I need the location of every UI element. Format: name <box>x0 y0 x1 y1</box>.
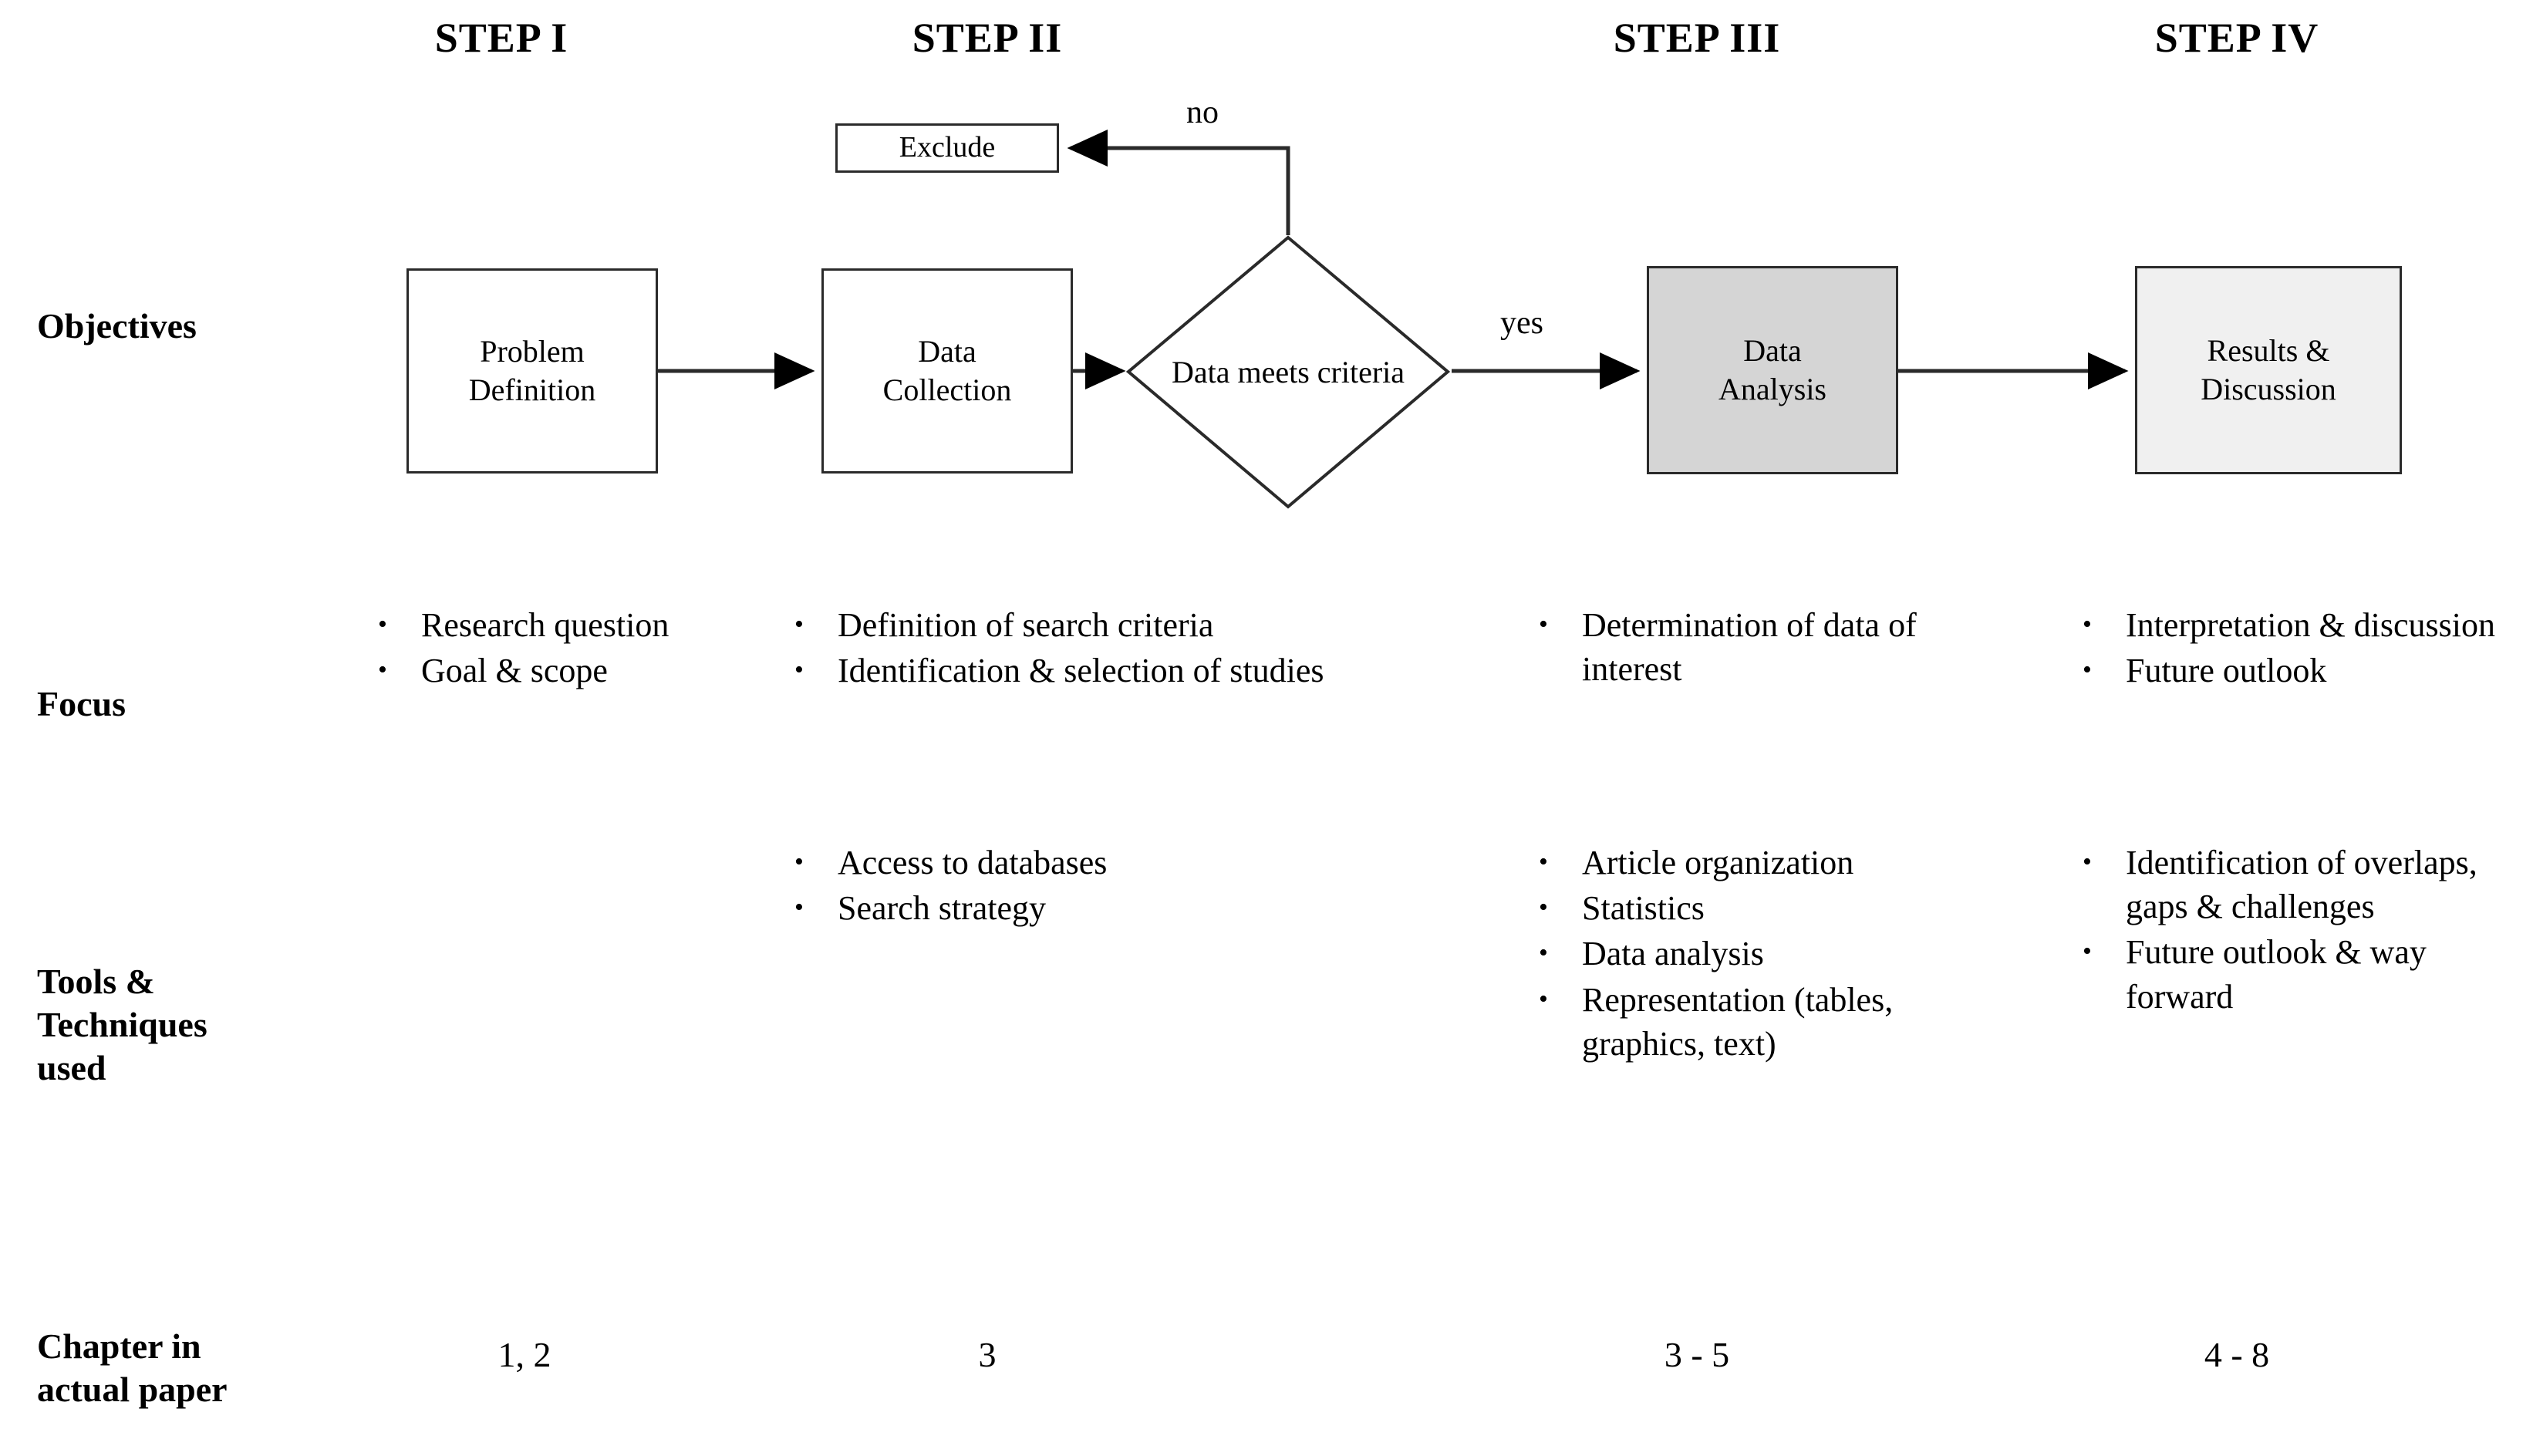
list-item: • Access to databases <box>794 841 1435 885</box>
flow-node-problem-line-1: Problem <box>480 334 585 369</box>
bullet-dot-icon: • <box>794 893 804 922</box>
flow-node-analysis-line-1: Data <box>1743 333 1802 368</box>
bullet-dot-icon: • <box>378 656 387 685</box>
list-item-label: Definition of search criteria <box>838 606 1214 644</box>
bullet-dot-icon: • <box>794 656 804 685</box>
decision-diamond-shape <box>1126 235 1450 509</box>
flow-node-exclude[interactable]: Exclude <box>835 123 1059 173</box>
flow-node-exclude-label: Exclude <box>899 131 996 164</box>
list-item: • Future outlook & way forward <box>2083 930 2530 1018</box>
bullet-dot-icon: • <box>1539 984 1548 1013</box>
column-header-step-1: STEP I <box>434 15 568 61</box>
list-item: • Definition of search criteria <box>794 603 1435 647</box>
bullet-dot-icon: • <box>2083 848 2092 876</box>
chapter-value-step-1: 1, 2 <box>497 1335 551 1374</box>
edge-decision-no-to-exclude <box>1067 130 1290 235</box>
list-item: • Research question <box>378 603 740 647</box>
flow-node-collection-line-1: Data <box>918 334 976 369</box>
list-item-label: Identification of overlaps, gaps & chall… <box>2126 844 2477 926</box>
tools-list-step-4: • Identification of overlaps, gaps & chal… <box>2083 841 2530 1020</box>
flow-node-decision-line-2: meets <box>1237 354 1310 389</box>
row-label-focus: Focus <box>37 684 126 723</box>
flow-node-decision-data-meets-criteria[interactable]: Data meets criteria <box>1126 235 1450 509</box>
flow-node-decision-line-1: Data <box>1171 354 1230 389</box>
bullet-dot-icon: • <box>2083 656 2092 685</box>
flow-node-collection-line-2: Collection <box>882 372 1012 407</box>
list-item: • Representation (tables, graphics, text) <box>1539 978 2017 1066</box>
row-label-chapter-line-1: Chapter in <box>37 1326 201 1366</box>
chapter-value-step-4: 4 - 8 <box>2204 1335 2270 1374</box>
bullet-dot-icon: • <box>1539 848 1548 876</box>
tools-list-step-3: • Article organization • Statistics • Data an… <box>1539 841 2017 1067</box>
focus-list-step-2: • Definition of search criteria • Identific… <box>794 603 1435 694</box>
edge-label-yes: yes <box>1500 305 1543 341</box>
list-item-label: Representation (tables, graphics, text) <box>1582 980 1894 1063</box>
flow-node-decision-line-3: criteria <box>1317 354 1405 389</box>
bullet-dot-icon: • <box>794 610 804 639</box>
flow-node-problem-line-2: Definition <box>468 372 596 407</box>
column-header-step-2: STEP II <box>912 15 1063 61</box>
flow-node-results-line-2: Discussion <box>2201 372 2336 406</box>
bullet-dot-icon: • <box>1539 610 1548 639</box>
bullet-dot-icon: • <box>794 848 804 876</box>
list-item-label: Statistics <box>1582 889 1705 928</box>
row-label-tools-line-1: Tools & <box>37 962 155 1001</box>
list-item-label: Future outlook <box>2126 652 2327 690</box>
list-item-label: Identification & selection of studies <box>838 652 1324 690</box>
list-item-label: Research question <box>421 606 670 644</box>
row-label-chapter-in-actual-paper: Chapter in actual paper <box>37 1325 346 1411</box>
focus-list-step-4: • Interpretation & discussion • Future outl… <box>2083 603 2514 694</box>
row-label-tools-line-3: used <box>37 1048 106 1088</box>
flow-node-decision-label: Data meets criteria <box>1126 235 1450 509</box>
column-header-step-4: STEP IV <box>2154 15 2319 61</box>
bullet-dot-icon: • <box>1539 939 1548 968</box>
list-item-label: Goal & scope <box>421 652 608 690</box>
flow-node-data-analysis[interactable]: Data Analysis <box>1647 266 1898 474</box>
list-item: • Interpretation & discussion <box>2083 603 2514 647</box>
chapter-value-step-2: 3 <box>978 1335 997 1374</box>
row-label-tools-line-2: Techniques <box>37 1005 207 1045</box>
column-header-step-3: STEP III <box>1613 15 1781 61</box>
row-label-tools-techniques-used: Tools & Techniques used <box>37 960 346 1090</box>
bullet-dot-icon: • <box>1539 893 1548 922</box>
list-item: • Statistics <box>1539 886 2017 930</box>
list-item: • Goal & scope <box>378 649 740 693</box>
list-item-label: Data analysis <box>1582 935 1764 973</box>
list-item: • Search strategy <box>794 886 1435 930</box>
tools-list-step-2: • Access to databases • Search strategy <box>794 841 1435 932</box>
focus-list-step-3: • Determination of data of interest <box>1539 603 2017 693</box>
list-item: • Article organization <box>1539 841 2017 885</box>
chapter-value-step-3: 3 - 5 <box>1664 1335 1730 1374</box>
bullet-dot-icon: • <box>378 610 387 639</box>
flow-node-problem-definition[interactable]: Problem Definition <box>406 268 658 474</box>
list-item: • Identification & selection of studies <box>794 649 1435 693</box>
list-item: • Future outlook <box>2083 649 2514 693</box>
objectives-flowchart: Exclude Problem Definition Data Collecti… <box>0 0 2533 540</box>
list-item-label: Future outlook & way forward <box>2126 933 2427 1016</box>
list-item-label: Determination of data of interest <box>1582 606 1917 689</box>
flow-node-results-discussion[interactable]: Results & Discussion <box>2135 266 2402 474</box>
list-item: • Determination of data of interest <box>1539 603 2017 691</box>
row-label-chapter-line-2: actual paper <box>37 1370 228 1410</box>
flow-node-results-line-1: Results & <box>2207 333 2330 368</box>
flowchart-connectors <box>658 130 2129 389</box>
list-item-label: Access to databases <box>838 844 1108 881</box>
edge-label-no: no <box>1186 95 1219 130</box>
focus-list-step-1: • Research question • Goal & scope <box>378 603 740 694</box>
flow-node-data-collection[interactable]: Data Collection <box>821 268 1073 474</box>
list-item-label: Article organization <box>1582 844 1854 881</box>
list-item: • Data analysis <box>1539 932 2017 976</box>
bullet-dot-icon: • <box>2083 610 2092 639</box>
list-item-label: Interpretation & discussion <box>2126 606 2496 644</box>
list-item-label: Search strategy <box>838 889 1046 928</box>
bullet-dot-icon: • <box>2083 937 2092 966</box>
flow-node-analysis-line-2: Analysis <box>1718 372 1826 406</box>
row-label-objectives: Objectives <box>37 306 197 345</box>
list-item: • Identification of overlaps, gaps & chal… <box>2083 841 2530 929</box>
